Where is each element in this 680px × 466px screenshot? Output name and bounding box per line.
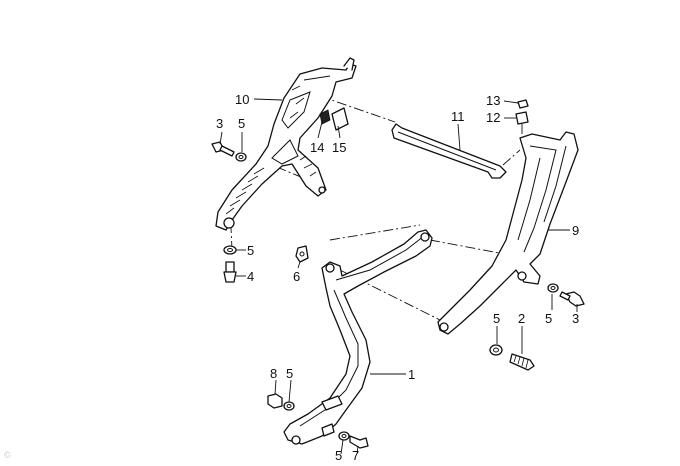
callout-5-middle: 5 — [493, 311, 500, 326]
small-plate-14 — [319, 109, 331, 125]
leader-lines — [219, 98, 578, 455]
callout-5-lower-left: 5 — [286, 366, 293, 381]
clip-nut — [295, 245, 309, 263]
callout-5-right: 5 — [545, 311, 552, 326]
callout-5-bottom: 5 — [335, 448, 342, 461]
callout-2: 2 — [518, 311, 525, 326]
callout-labels: 10 3 5 14 15 5 4 6 11 13 12 9 5 3 5 2 1 … — [4, 92, 579, 463]
callout-1: 1 — [408, 367, 415, 382]
flat-strap — [391, 123, 507, 179]
callout-3-right: 3 — [572, 311, 579, 326]
callout-6: 6 — [293, 269, 300, 284]
lower-carrier — [283, 229, 433, 445]
callout-12: 12 — [486, 110, 500, 125]
left-bracket-frame — [215, 57, 357, 231]
right-bracket-frame — [437, 131, 579, 335]
callout-10: 10 — [235, 92, 249, 107]
callout-3-upper: 3 — [216, 116, 223, 131]
callout-7: 7 — [352, 448, 359, 461]
pad-15 — [331, 107, 349, 131]
callout-5-left: 5 — [247, 243, 254, 258]
callout-8: 8 — [270, 366, 277, 381]
callout-15: 15 — [332, 140, 346, 155]
hardware — [211, 99, 585, 449]
callout-13: 13 — [486, 93, 500, 108]
callout-9: 9 — [572, 223, 579, 238]
callout-5-upper: 5 — [238, 116, 245, 131]
watermark-text: © — [4, 450, 11, 460]
callout-11: 11 — [451, 109, 465, 124]
callout-4: 4 — [247, 269, 254, 284]
callout-14: 14 — [310, 140, 324, 155]
